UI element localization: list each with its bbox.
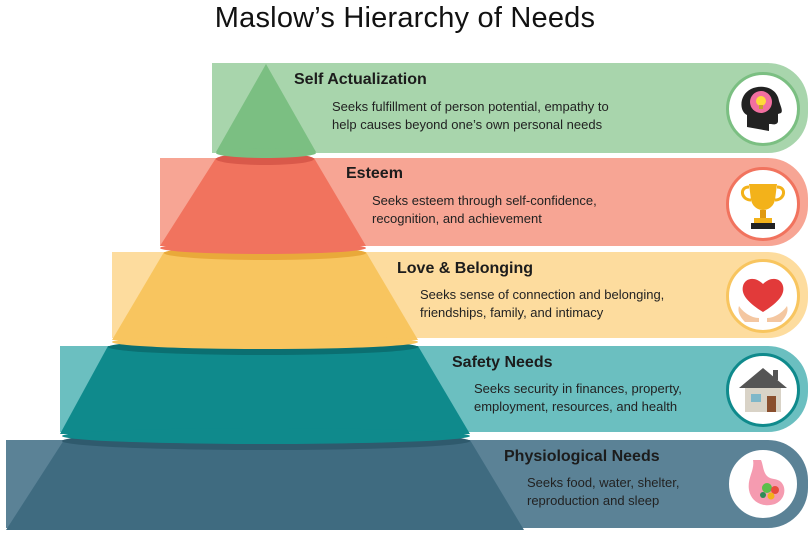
pyramid-tier-esteem [160,158,366,246]
level-desc-love-belonging: Seeks sense of connection and belonging,… [420,287,665,320]
level-desc-safety: Seeks security in finances, property, em… [474,381,682,414]
heart-in-hands-icon [726,259,800,333]
level-title-self-actualization: Self Actualization [294,71,427,88]
pyramid-tier-self-actualization-bottom [216,148,316,158]
house-icon [726,353,800,427]
level-desc-esteem: Seeks esteem through self-confidence, re… [372,193,597,226]
pyramid-tier-love-bottom [112,335,418,349]
level-title-safety: Safety Needs [452,354,553,371]
pyramid-tier-physiological [6,440,524,530]
level-desc-physiological: Seeks food, water, shelter, reproduction… [527,475,680,508]
trophy-icon [726,167,800,241]
pyramid-tier-esteem-bottom [160,242,366,254]
level-title-physiological: Physiological Needs [504,448,660,465]
pyramid-tier-safety-bottom [62,428,470,444]
stomach-food-icon [726,447,800,521]
page-title: Maslow’s Hierarchy of Needs [214,2,596,34]
brain-lightbulb-icon [726,72,800,146]
level-band-self-actualization [212,63,808,153]
pyramid-tier-safety [60,346,470,434]
pyramid-tier-love [112,252,418,340]
level-title-love-belonging: Love & Belonging [397,260,533,277]
pyramid-tier-self-actualization [216,64,316,152]
level-title-esteem: Esteem [346,165,403,182]
level-desc-self-actualization: Seeks fulfillment of person potential, e… [332,99,609,132]
